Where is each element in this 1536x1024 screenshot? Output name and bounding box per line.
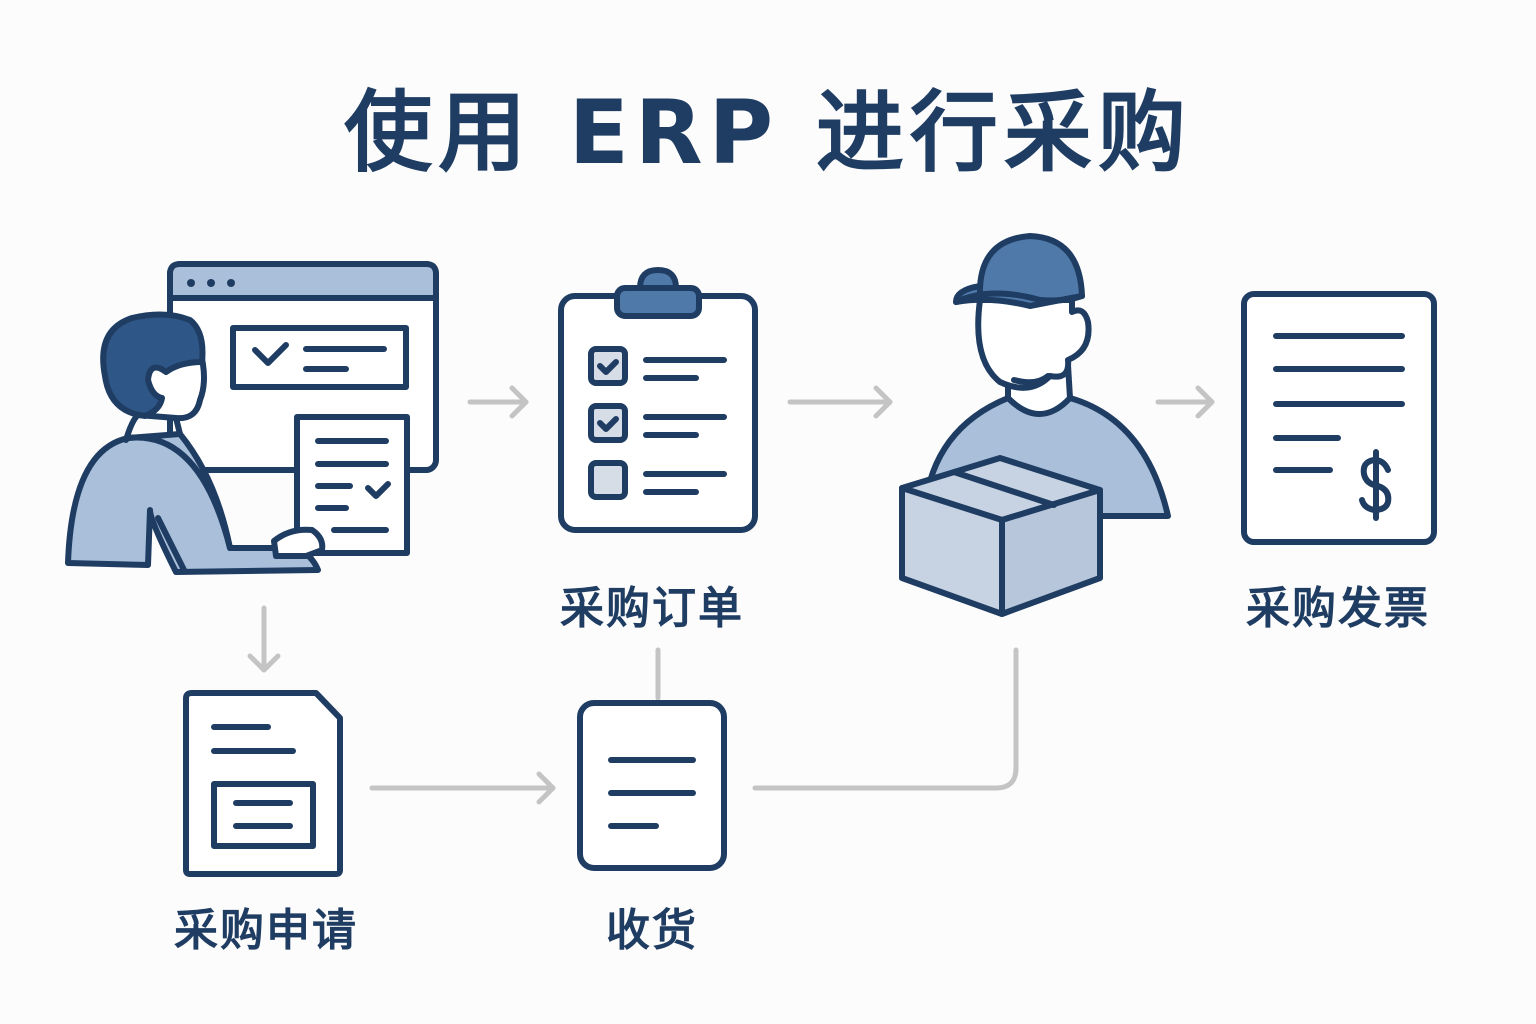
invoice-dollar-icon (1241, 291, 1437, 545)
arrow-user-to-order (467, 385, 529, 419)
dollar-sign (1359, 449, 1392, 521)
person-body (65, 311, 321, 575)
head (975, 297, 1092, 391)
arrow-user-to-requisition (247, 605, 281, 673)
receipt-document-icon (577, 700, 727, 871)
requisition-document-icon (183, 690, 343, 877)
label-purchase-requisition: 采购申请 (174, 905, 358, 956)
label-goods-receipt: 收货 (606, 905, 698, 956)
user-at-computer-icon (65, 261, 439, 575)
diagram-title: 使用 ERP 进行采购 (344, 81, 1192, 184)
label-purchase-order: 采购订单 (560, 583, 744, 634)
hand (271, 526, 326, 559)
clipboard-checklist-icon (558, 267, 758, 533)
arrow-order-to-delivery (787, 385, 893, 419)
checked-form-card (230, 325, 409, 390)
line-receipt-to-delivery (752, 647, 1019, 791)
label-purchase-invoice: 采购发票 (1246, 583, 1430, 634)
arrow-delivery-to-invoice (1155, 385, 1215, 419)
arrow-requisition-to-receipt (369, 771, 556, 805)
box-right (999, 487, 1103, 617)
connectors (247, 385, 1215, 805)
delivery-person-box-icon (899, 233, 1171, 617)
